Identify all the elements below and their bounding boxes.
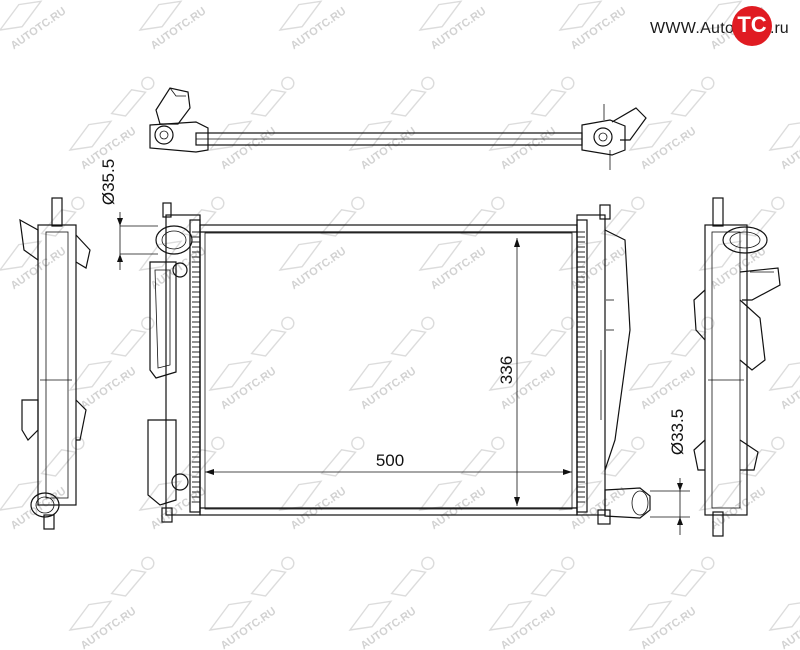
watermark-tile: AUTOTC.RU: [628, 556, 715, 650]
dimension-inlet-diameter: Ø35.5: [99, 159, 158, 270]
watermark-text: AUTOTC.RU: [429, 5, 489, 52]
watermark-text: AUTOTC.RU: [709, 485, 769, 532]
watermark-text: AUTOTC.RU: [639, 125, 699, 172]
watermark-tile: AUTOTC.RU: [628, 76, 715, 172]
watermark-tile: AUTOTC.RU: [558, 436, 645, 532]
watermark-tile: AUTOTC.RU: [768, 329, 800, 412]
dimension-outlet-diameter: Ø33.5: [650, 409, 690, 535]
watermark-text: AUTOTC.RU: [569, 5, 629, 52]
logo-prefix-text: WWW.Auto: [650, 20, 735, 37]
watermark-tile: AUTOTC.RU: [698, 196, 785, 292]
watermark-tile: AUTOTC.RU: [208, 556, 295, 650]
dimension-width: 500: [205, 451, 572, 475]
watermark-tile: AUTOTC.RU: [138, 0, 217, 52]
watermark-text: AUTOTC.RU: [79, 365, 139, 412]
left-tank-fins: [192, 231, 200, 503]
watermark-tile: AUTOTC.RU: [698, 436, 785, 532]
watermark-text: AUTOTC.RU: [359, 125, 419, 172]
watermark-tile: AUTOTC.RU: [768, 569, 800, 650]
logo-badge: TC: [732, 6, 772, 46]
watermark-tile: AUTOTC.RU: [348, 76, 435, 172]
watermark-tile: AUTOTC.RU: [208, 76, 295, 172]
radiator-front-view: [147, 202, 651, 525]
radiator-top-view: [149, 87, 647, 170]
watermark-text: AUTOTC.RU: [219, 365, 279, 412]
watermark-tile: AUTOTC.RU: [138, 196, 225, 292]
dimension-height: 336: [497, 238, 520, 506]
watermark-tile: AUTOTC.RU: [68, 556, 155, 650]
watermark-text: AUTOTC.RU: [9, 5, 69, 52]
watermark-tile: AUTOTC.RU: [418, 436, 505, 532]
watermark-text: AUTOTC.RU: [289, 5, 349, 52]
watermark-text: AUTOTC.RU: [429, 245, 489, 292]
watermark-text: AUTOTC.RU: [499, 125, 559, 172]
outlet-diameter-label: Ø33.5: [668, 409, 687, 455]
watermark-tile: AUTOTC.RU: [278, 0, 357, 52]
watermark-tile: AUTOTC.RU: [208, 316, 295, 412]
watermark-tile: AUTOTC.RU: [488, 556, 575, 650]
logo-suffix-text: .ru: [770, 20, 789, 37]
watermark-tile: AUTOTC.RU: [348, 316, 435, 412]
width-label: 500: [376, 451, 404, 470]
watermark-tile: AUTOTC.RU: [768, 89, 800, 172]
right-tank-fins: [577, 231, 585, 503]
watermark-tile: AUTOTC.RU: [278, 436, 365, 532]
watermark-tile: AUTOTC.RU: [418, 0, 497, 52]
watermark-tile: AUTOTC.RU: [488, 76, 575, 172]
watermark-text: AUTOTC.RU: [149, 5, 209, 52]
watermark-text: AUTOTC.RU: [359, 365, 419, 412]
radiator-right-side-view: [693, 197, 781, 537]
watermark-tile: AUTOTC.RU: [558, 196, 645, 292]
watermark-text: AUTOTC.RU: [289, 245, 349, 292]
watermark-tile: AUTOTC.RU: [68, 76, 155, 172]
watermark-text: AUTOTC.RU: [219, 125, 279, 172]
watermark-tile: AUTOTC.RU: [0, 436, 85, 532]
inlet-diameter-label: Ø35.5: [99, 159, 118, 205]
radiator-left-side-view: [19, 197, 91, 530]
watermark-tile: AUTOTC.RU: [628, 316, 715, 412]
watermark-tile: AUTOTC.RU: [0, 0, 77, 52]
height-label: 336: [497, 356, 516, 384]
watermark-tile: AUTOTC.RU: [278, 196, 365, 292]
watermark-tile: AUTOTC.RU: [558, 0, 637, 52]
watermark-text: AUTOTC.RU: [639, 365, 699, 412]
watermark-tile: AUTOTC.RU: [348, 556, 435, 650]
site-logo[interactable]: WWW.Auto TC .ru: [650, 6, 795, 46]
watermark-tile: AUTOTC.RU: [418, 196, 505, 292]
